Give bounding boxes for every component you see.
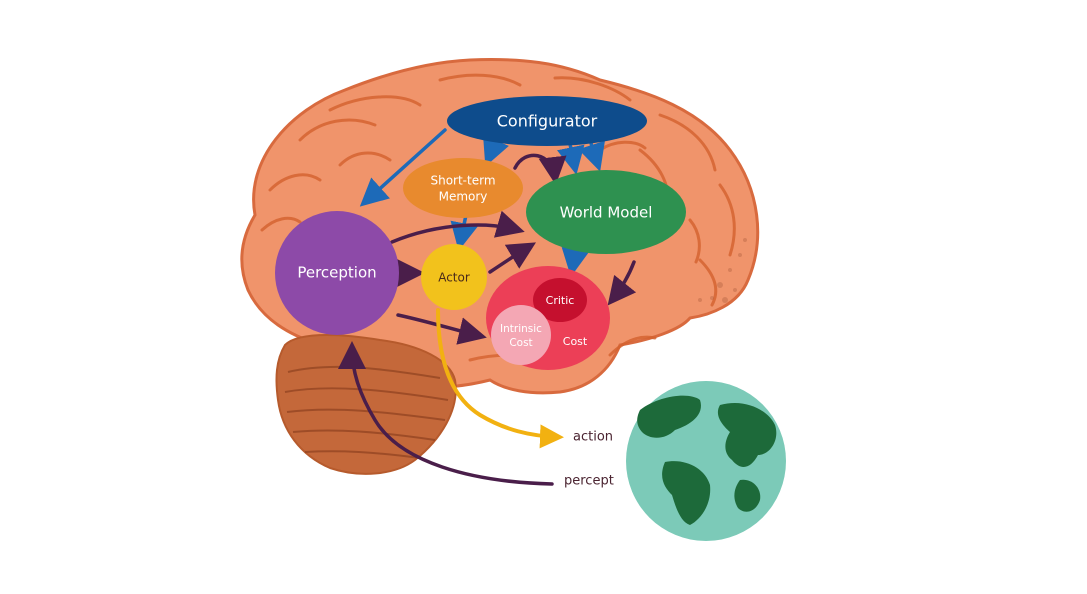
arrow-configurator-to-perception: [359, 128, 447, 207]
perception-label: Perception: [297, 264, 376, 282]
intrinsic-cost-label-line2: Cost: [509, 337, 532, 349]
landmass-south: [662, 461, 711, 525]
cost-label: Cost: [563, 335, 588, 348]
brain-folds: [260, 73, 736, 364]
landmass-north: [637, 395, 701, 438]
arrow-memory-worldmodel-loop: [513, 153, 567, 185]
node-actor: Actor: [421, 244, 487, 310]
arrow-configurator-to-worldmodel-b: [578, 138, 605, 172]
world-model-label: World Model: [560, 204, 653, 222]
arrow-actor-to-action: [436, 308, 564, 449]
node-intrinsic-cost: [491, 305, 551, 365]
memory-label-line1: Short-term: [430, 174, 495, 188]
node-cost-module: Critic Intrinsic Cost Cost: [486, 266, 610, 370]
arrow-percept-to-perception: [338, 341, 554, 486]
node-world-model: World Model: [526, 170, 686, 254]
arrow-configurator-to-memory: [483, 135, 509, 167]
brain-texture: [698, 238, 747, 303]
configurator-label: Configurator: [497, 112, 598, 131]
cerebellum-folds: [284, 365, 449, 459]
node-short-term-memory: Short-term Memory: [403, 158, 523, 218]
node-configurator: Configurator: [447, 96, 647, 146]
arrow-actor-to-worldmodel: [488, 242, 537, 274]
arrow-worldmodel-to-critic: [607, 260, 637, 306]
earth-globe: [626, 381, 786, 541]
configurator-arrows: [359, 128, 605, 277]
node-critic: [533, 278, 587, 322]
arrow-memory-to-actor: [450, 213, 478, 251]
landmass-small: [734, 479, 761, 512]
internal-arrows: [338, 153, 637, 486]
action-label: action: [573, 430, 613, 445]
percept-label: percept: [564, 474, 614, 489]
arrow-perception-to-cost: [396, 313, 487, 345]
actor-label: Actor: [438, 271, 470, 285]
node-perception: Perception: [275, 211, 399, 335]
arrow-perception-to-worldmodel: [390, 210, 525, 244]
arrow-configurator-to-worldmodel-a: [557, 142, 585, 175]
landmass-east: [717, 402, 777, 467]
intrinsic-cost-label-line1: Intrinsic: [500, 323, 542, 335]
critic-label: Critic: [546, 294, 575, 307]
arrow-worldmodel-to-cost: [561, 246, 590, 277]
memory-label-line2: Memory: [439, 190, 488, 204]
